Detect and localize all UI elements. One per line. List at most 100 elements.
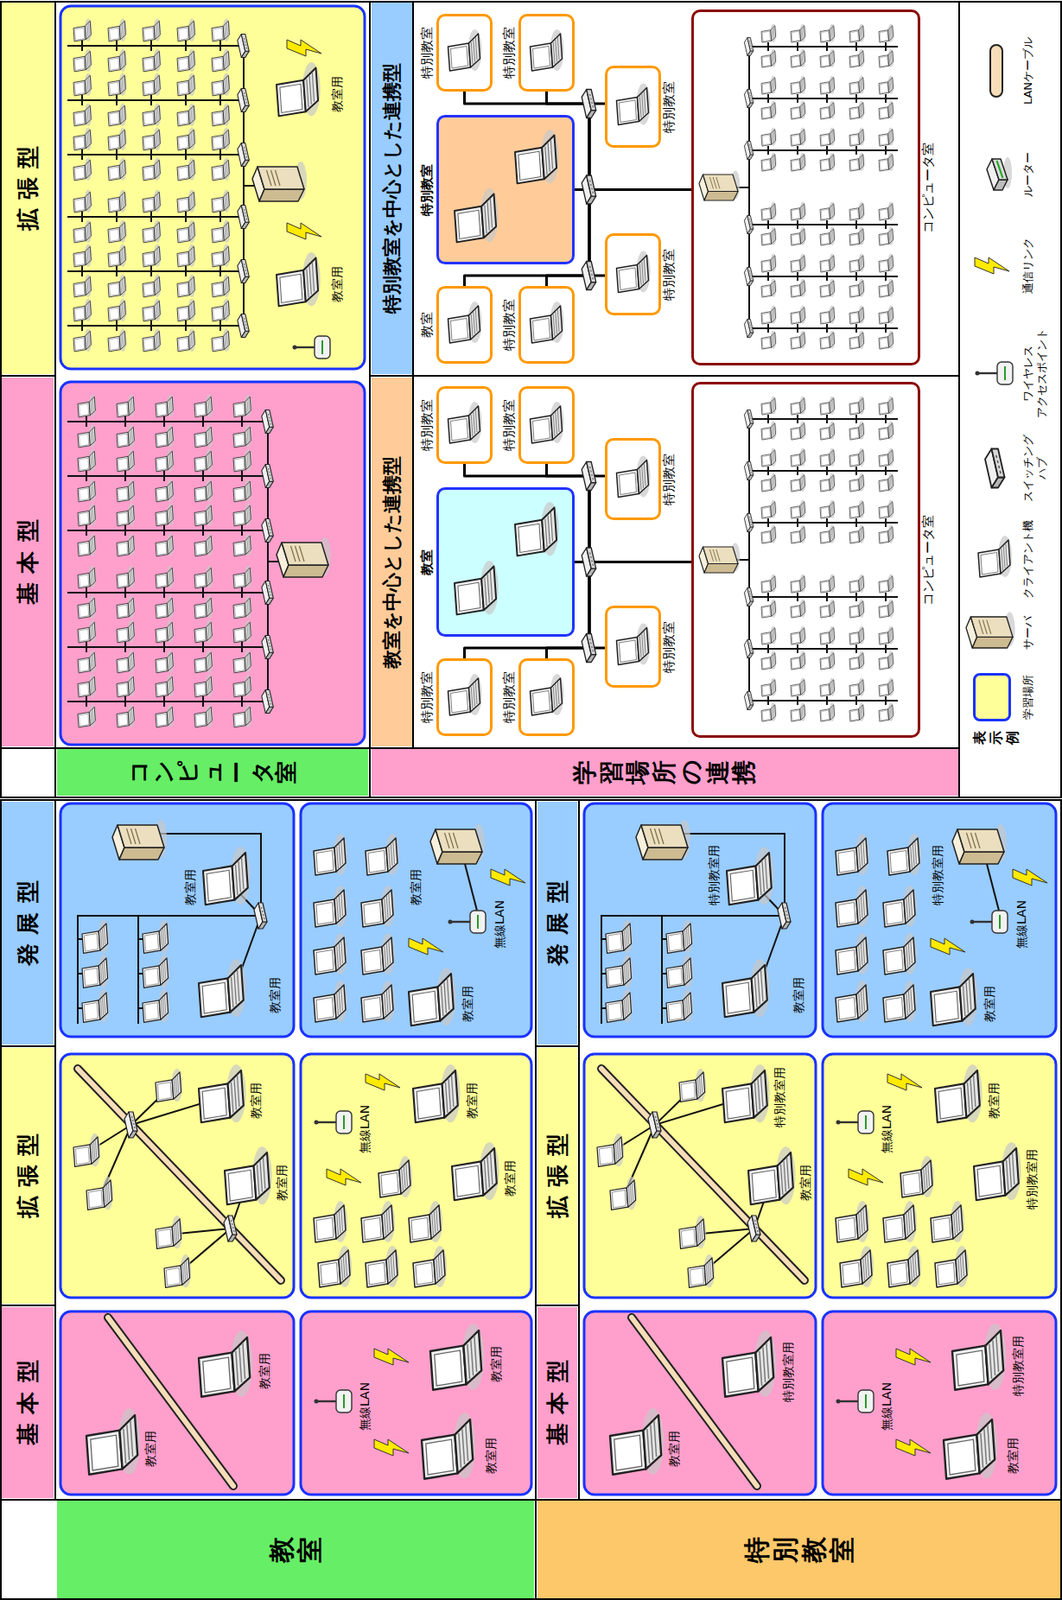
lan-wire (796, 696, 799, 706)
laptop-base (704, 1258, 713, 1285)
icon-shadow (166, 674, 175, 698)
hub-ports (749, 413, 751, 422)
laptop-screen (430, 1346, 467, 1391)
laptop-base (442, 1070, 458, 1119)
laptop-base (127, 622, 134, 641)
lan-wire (163, 470, 166, 482)
laptop-keys (129, 654, 134, 669)
icon-shadow (950, 1201, 965, 1243)
learning-area (822, 803, 1056, 1037)
laptop-base (89, 676, 96, 695)
laptop-icon (77, 650, 96, 674)
laptop-display (879, 710, 888, 720)
laptop-keys (129, 623, 134, 639)
laptop-icon (142, 244, 161, 268)
laptop-display (109, 337, 120, 350)
laptop-base (903, 1205, 916, 1240)
icon-shadow (636, 623, 651, 666)
laptop-base (888, 576, 894, 592)
laptop-keys (337, 893, 344, 921)
icon-shadow (188, 103, 197, 127)
laptop-keys (953, 1208, 961, 1236)
laptop-screen (194, 572, 207, 589)
laptop-screen (530, 415, 554, 444)
laptop-base (222, 330, 229, 350)
lan-wire (241, 470, 243, 482)
icon-shadow (222, 190, 231, 213)
icon-shadow (171, 1215, 183, 1249)
laptop-keys (388, 841, 395, 869)
icon-shadow (432, 1246, 447, 1288)
icon-shadow (244, 394, 253, 418)
laptop-screen (233, 401, 246, 418)
laptop-display (75, 166, 85, 179)
hub-ports (243, 92, 247, 104)
icon-shadow (468, 674, 483, 716)
icon-shadow (828, 525, 835, 545)
laptop-screen (820, 580, 831, 593)
laptop-keys (160, 960, 166, 983)
laptop-screen (73, 134, 86, 151)
laptop-keys (120, 52, 125, 68)
hub-ports (132, 1116, 136, 1129)
laptop-base (205, 396, 212, 415)
laptop-screen (883, 1214, 906, 1243)
laptop-base (84, 105, 91, 124)
header-text: 拡張型 (12, 1124, 44, 1228)
laptop-icon (194, 534, 213, 557)
grid-rule (535, 1304, 579, 1307)
icon-shadow (188, 158, 197, 181)
laptop-screen (108, 134, 121, 151)
laptop-screen (413, 1259, 436, 1288)
icon-shadow (775, 1146, 795, 1205)
lan-wire (767, 518, 770, 528)
server-icon (276, 537, 331, 578)
laptop-icon (361, 933, 395, 975)
server-icon (635, 820, 691, 860)
laptop-screen (82, 931, 101, 954)
laptop-keys (257, 1157, 266, 1196)
laptop-base (188, 191, 195, 210)
laptop-base (222, 20, 229, 39)
lan-wire (884, 696, 887, 706)
laptop-icon (116, 565, 135, 589)
laptop-screen (73, 281, 86, 298)
icon-shadow (127, 620, 136, 643)
icon-shadow (828, 703, 835, 723)
laptop-keys (207, 569, 211, 585)
laptop-base (205, 652, 212, 671)
network-illustration (77, 820, 268, 1024)
laptop-base (231, 1337, 250, 1392)
laptop-keys (168, 654, 172, 669)
icon-shadow (166, 394, 175, 418)
laptop-screen (361, 1214, 384, 1243)
learning-area (584, 1311, 816, 1495)
hub-front (586, 568, 597, 577)
icon-shadow (1001, 1142, 1021, 1201)
laptop-keys (858, 1208, 865, 1236)
hub-side (747, 462, 754, 476)
laptop-screen (86, 1430, 123, 1476)
icon-shadow (166, 449, 175, 472)
server-icon (252, 161, 307, 202)
icon-shadow (84, 329, 93, 352)
laptop-display (118, 713, 128, 726)
laptop-display (196, 542, 206, 555)
laptop-keys (246, 599, 250, 615)
laptop-base (205, 481, 212, 500)
laptop-keys (100, 926, 105, 948)
laptop-display (885, 1218, 904, 1241)
wireless-link-bolt (374, 1348, 409, 1366)
lan-wire (124, 642, 127, 653)
laptop-base (829, 680, 835, 696)
laptop-keys (235, 1342, 246, 1387)
laptop-screen (313, 947, 337, 975)
bolt-shape (326, 1169, 362, 1186)
lan-cable-sample (990, 44, 1003, 97)
network-illustration (86, 1317, 253, 1487)
laptop-screen (177, 25, 190, 42)
laptop-icon (761, 574, 777, 594)
laptop-icon (142, 103, 161, 127)
laptop-icon (610, 1408, 664, 1476)
laptop-icon (761, 678, 777, 698)
